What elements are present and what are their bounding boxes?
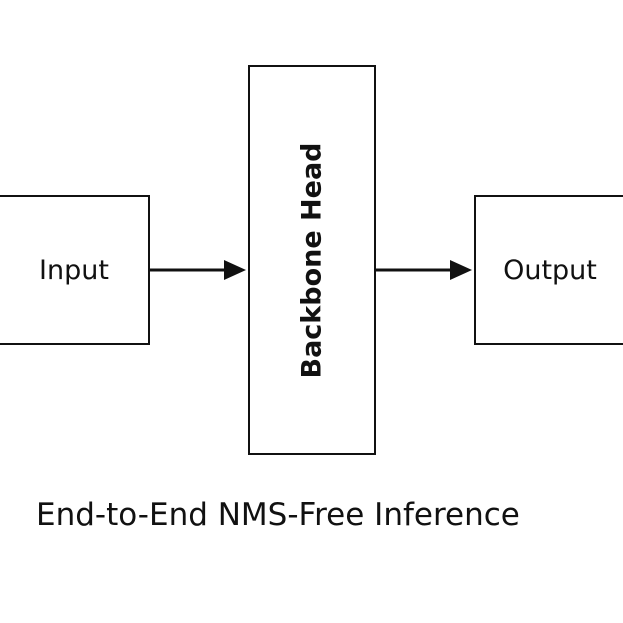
arrow-input-to-backbone — [150, 260, 246, 280]
output-box: Output — [474, 195, 623, 345]
diagram-caption: End-to-End NMS-Free Inference — [36, 497, 520, 533]
output-label: Output — [503, 254, 597, 286]
backbone-head-label: Backbone Head — [296, 141, 328, 379]
backbone-head-box: Backbone Head — [248, 65, 376, 455]
input-label: Input — [39, 254, 109, 286]
arrow-backbone-to-output — [376, 260, 472, 280]
input-box: Input — [0, 195, 150, 345]
